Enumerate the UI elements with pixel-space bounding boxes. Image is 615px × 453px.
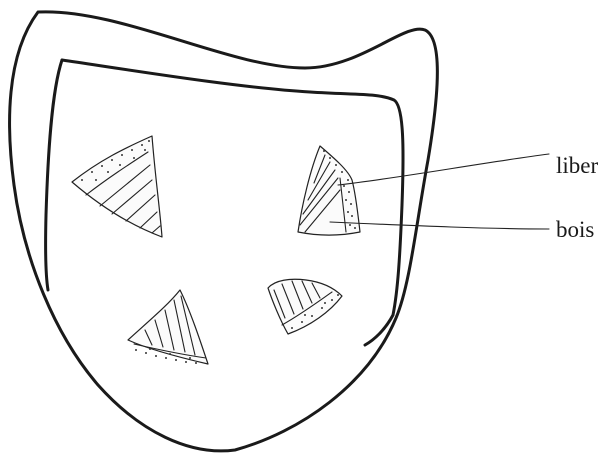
leader-line-bois [330,222,549,229]
label-bois: bois [556,218,594,241]
label-liber: liber [556,154,598,177]
leader-line-liber [338,154,549,185]
outer-outline [10,12,438,451]
vascular-bundle-lower-left [128,290,208,364]
vascular-bundle-lower-right [268,279,342,334]
vascular-bundle-upper-right [298,146,360,235]
inner-outline-left [46,60,62,290]
vascular-bundle-upper-left [72,136,162,237]
